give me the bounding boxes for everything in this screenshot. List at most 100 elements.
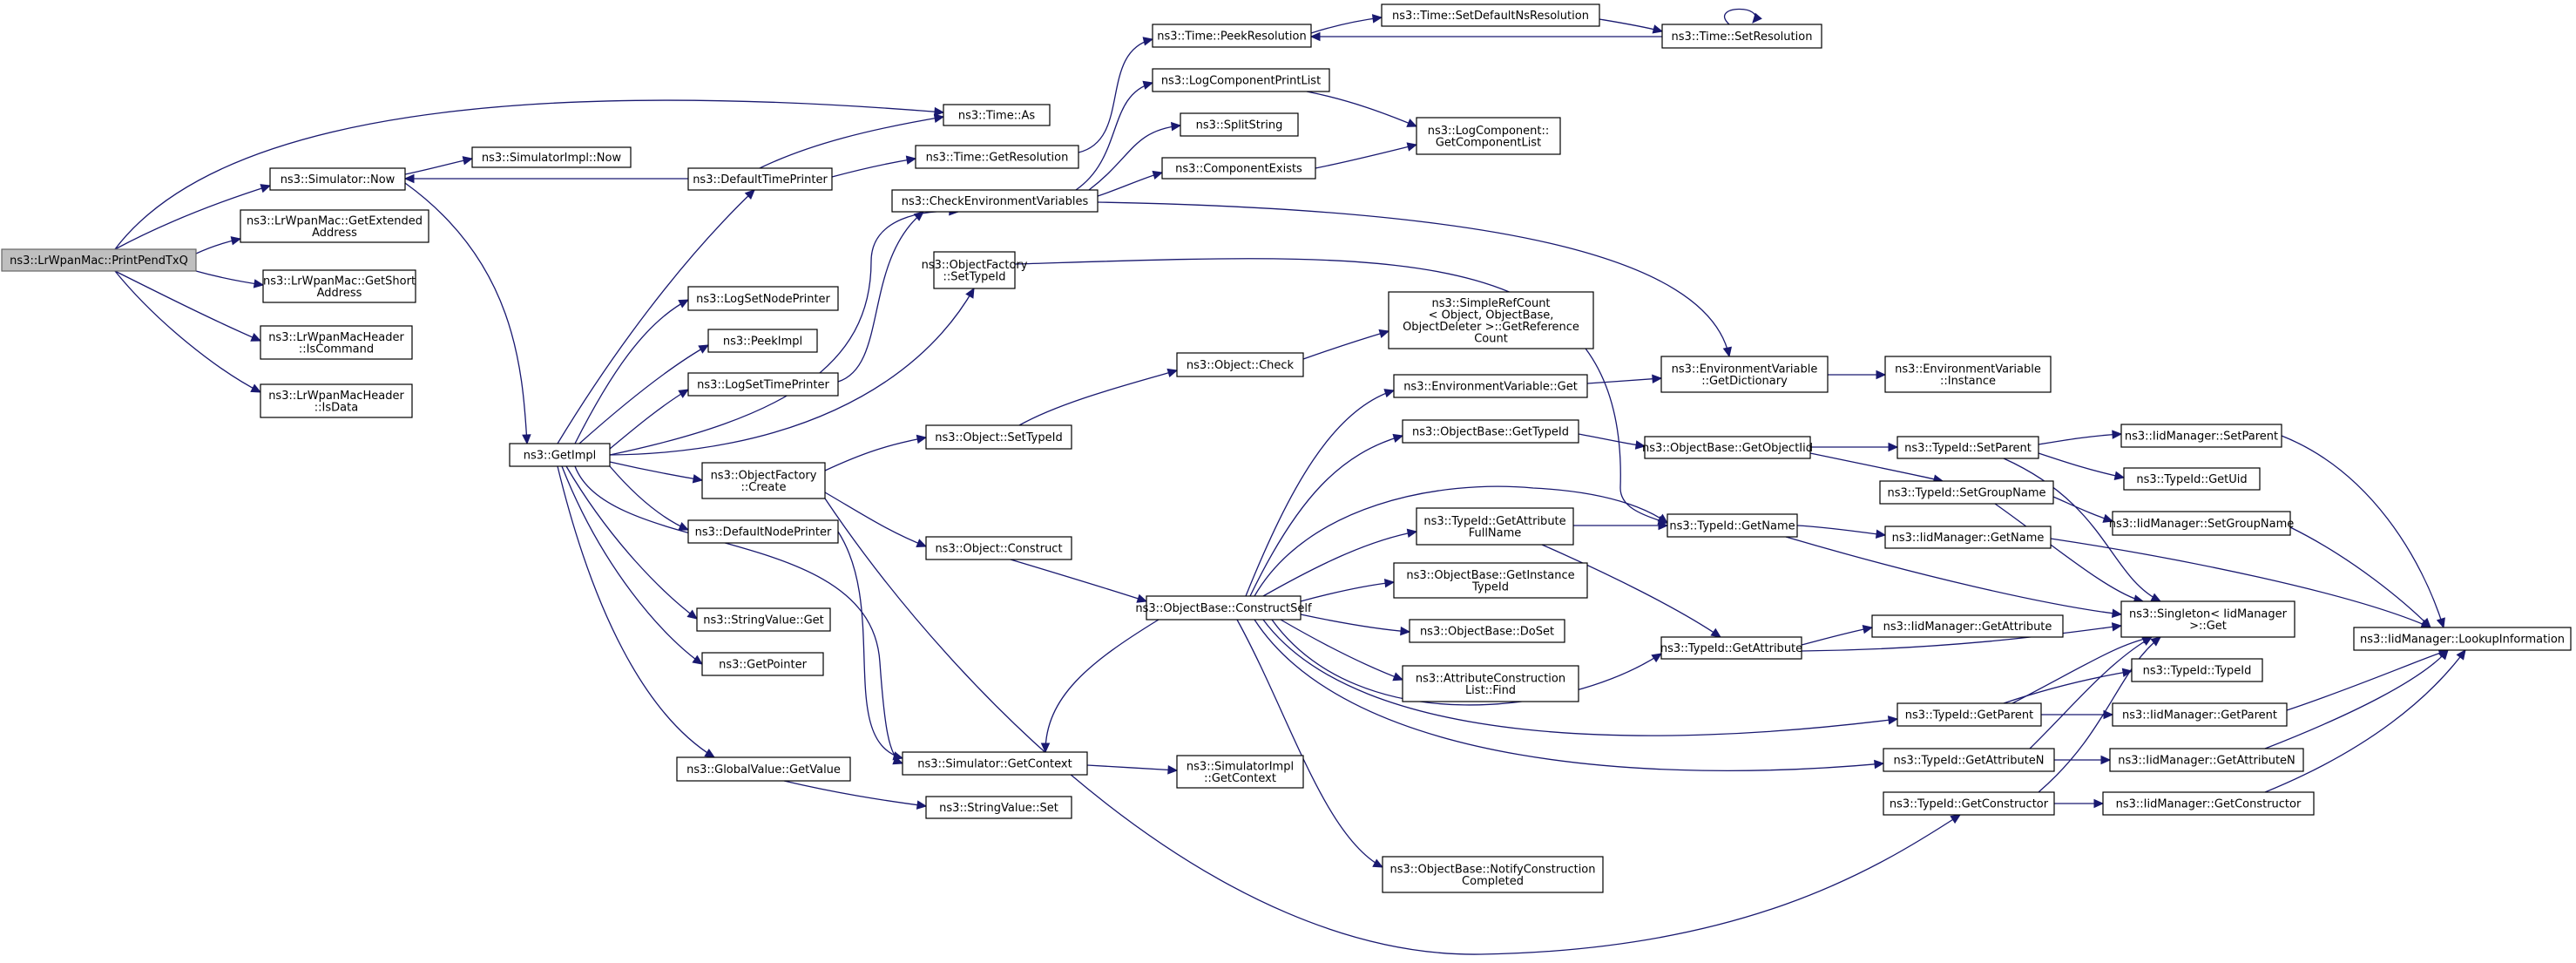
node-label: ObjectDeleter >::GetReference [1403,321,1579,334]
function-node[interactable]: ns3::ComponentExists [1161,157,1316,180]
edge-arrowhead [1371,14,1383,24]
edge-root-to-timeAs [114,99,945,250]
edge-obConstructSelf-to-obGetTypeId [1249,433,1404,597]
function-node[interactable]: ns3::LogSetTimePrinter [687,372,839,397]
function-node[interactable]: ns3::StringValue::Get [696,607,831,632]
function-node[interactable]: ns3::IidManager::LookupInformation [2353,627,2572,651]
function-node[interactable]: ns3::DefaultNodePrinter [687,519,839,544]
function-node[interactable]: ns3::GetImpl [509,443,611,467]
function-node[interactable]: ns3::Simulator::GetContext [902,751,1088,776]
function-node[interactable]: ns3::Time::PeekResolution [1152,24,1312,48]
node-label: ns3::ObjectBase::ConstructSelf [1135,602,1312,615]
edge-arrowhead [686,609,698,620]
function-node[interactable]: ns3::IidManager::GetAttribute [1871,614,2064,638]
function-node[interactable]: ns3::ObjectFactory::SetTypeId [922,251,1028,289]
function-node[interactable]: ns3::Time::SetDefaultNsResolution [1381,3,1600,27]
edge-arrowhead [744,189,755,200]
function-node[interactable]: ns3::PeekImpl [707,329,818,353]
function-node[interactable]: ns3::TypeId::GetParent [1897,702,2042,727]
function-node[interactable]: ns3::SimulatorImpl::Now [471,146,632,168]
function-node[interactable]: ns3::LogComponentPrintList [1152,68,1330,92]
edge-line [1078,38,1153,153]
edge-arrowhead [1658,520,1669,531]
function-node[interactable]: ns3::StringValue::Set [925,796,1072,819]
node-label: ns3::TypeId::GetAttributeN [1893,755,2044,768]
function-node[interactable]: ns3::IidManager::GetConstructor [2102,791,2315,816]
function-node[interactable]: ns3::ObjectBase::ConstructSelf [1135,595,1312,621]
function-node[interactable]: ns3::Object::Check [1176,352,1304,377]
function-node[interactable]: ns3::Time::SetResolution [1661,24,1822,49]
function-node[interactable]: ns3::LrWpanMacHeader::IsData [260,383,413,418]
function-node[interactable]: ns3::GetPointer [701,652,824,676]
node-box [2123,467,2261,491]
function-node[interactable]: ns3::Time::As [943,104,1051,126]
function-node[interactable]: ns3::ObjectBase::GetTypeId [1402,419,1579,444]
function-node[interactable]: ns3::TypeId::SetGroupName [1879,480,2054,505]
edge-iidGetCtor-to-lookupInfo [2264,649,2466,793]
edge-arrowhead [2112,430,2123,439]
edge-arrowhead [916,800,928,810]
function-node[interactable]: ns3::EnvironmentVariable::GetDictionary [1660,356,1829,393]
node-label: ns3::PeekImpl [723,336,802,349]
function-node[interactable]: ns3::TypeId::GetName [1667,513,1798,538]
function-node[interactable]: ns3::SplitString [1180,112,1299,137]
function-node[interactable]: ns3::Object::Construct [925,536,1072,560]
edge-line [1541,544,1721,638]
edge-arrowhead [1652,374,1663,384]
edge-tidGetAttrN-to-iidGetAttrN [2054,755,2112,765]
root-function-node[interactable]: ns3::LrWpanMac::PrintPendTxQ [1,248,197,272]
edge-line [2052,496,2113,522]
function-node[interactable]: ns3::ObjectBase::GetObjectIid [1642,436,1813,459]
function-node[interactable]: ns3::Simulator::Now [269,167,406,191]
function-node[interactable]: ns3::LogComponent::GetComponentList [1416,117,1561,155]
function-node[interactable]: ns3::GlobalValue::GetValue [676,756,851,782]
edge-line [404,158,473,175]
node-box [471,146,632,168]
node-box [687,372,839,397]
function-node[interactable]: ns3::Time::GetResolution [915,145,1079,169]
function-node[interactable]: ns3::CheckEnvironmentVariables [891,189,1099,213]
node-label: ns3::Object::SetTypeId [935,431,1062,444]
edge-line [1994,503,2144,602]
function-node[interactable]: ns3::IidManager::GetAttributeN [2109,748,2304,772]
function-node[interactable]: ns3::EnvironmentVariable::Instance [1884,356,2052,393]
function-node[interactable]: ns3::Object::SetTypeId [925,424,1072,450]
function-node[interactable]: ns3::ObjectFactory::Create [701,462,826,499]
function-node[interactable]: ns3::ObjectBase::DoSet [1409,619,1565,643]
function-node[interactable]: ns3::TypeId::GetConstructor [1883,791,2055,816]
edge-tidGetAttr-to-iidGetAttr [1801,624,1874,646]
function-node[interactable]: ns3::TypeId::GetAttributeN [1883,748,2055,772]
function-node[interactable]: ns3::TypeId::GetAttribute [1660,636,1802,660]
function-node[interactable]: ns3::ObjectBase::NotifyConstructionCompl… [1382,856,1604,893]
edge-line [1300,614,1410,633]
node-label: ns3::LrWpanMac::PrintPendTxQ [10,254,188,268]
function-node[interactable]: ns3::IidManager::SetParent [2120,424,2282,448]
function-node[interactable]: ns3::TypeId::SetParent [1897,436,2039,459]
edge-line [2011,636,2153,704]
edge-line [1010,559,1147,602]
function-node[interactable]: ns3::SimulatorImpl::GetContext [1176,755,1304,789]
function-node[interactable]: ns3::IidManager::GetName [1884,526,2052,549]
function-node[interactable]: ns3::DefaultTimePrinter [687,167,833,191]
function-node[interactable]: ns3::TypeId::TypeId [2131,658,2263,682]
edge-line [2038,433,2122,445]
function-node[interactable]: ns3::SimpleRefCount< Object, ObjectBase,… [1388,291,1594,349]
function-node[interactable]: ns3::LogSetNodePrinter [687,286,839,311]
edge-arrowhead [704,749,716,758]
node-box [943,104,1051,126]
function-node[interactable]: ns3::Singleton< IidManager>::Get [2120,600,2295,638]
function-node[interactable]: ns3::IidManager::SetGroupName [2109,511,2295,536]
function-node[interactable]: ns3::EnvironmentVariable::Get [1393,374,1588,398]
function-node[interactable]: ns3::TypeId::GetUid [2123,467,2261,491]
edge-line [578,344,709,444]
edge-obConstructSelf-to-obDoSet [1300,614,1411,636]
edge-line [1018,370,1178,426]
edge-arrowhead [698,344,710,354]
function-node[interactable]: ns3::IidManager::GetParent [2112,702,2288,727]
function-node[interactable]: ns3::LrWpanMacHeader::IsCommand [260,325,413,360]
